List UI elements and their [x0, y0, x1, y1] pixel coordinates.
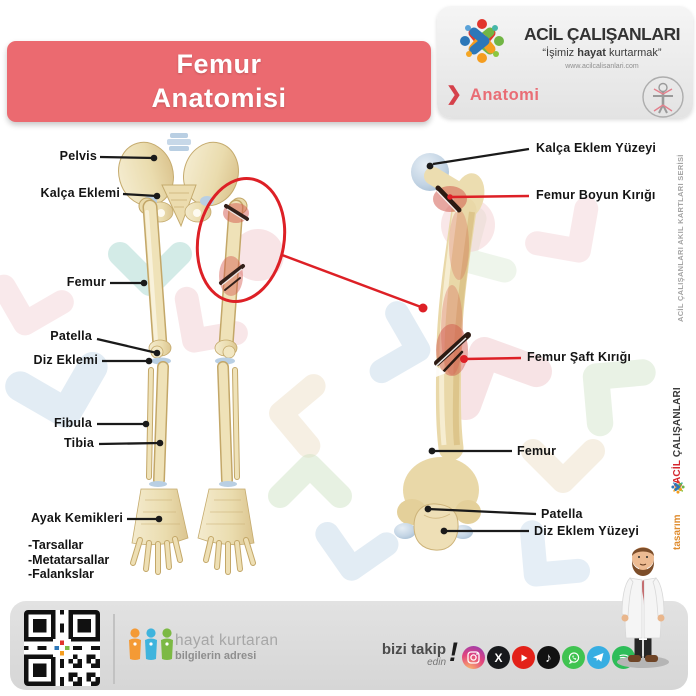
follow-us-text: bizi takip edin [372, 642, 446, 668]
youtube-icon[interactable] [512, 646, 535, 669]
social-icons-row: X ♪ [462, 646, 635, 669]
x-twitter-icon[interactable]: X [487, 646, 510, 669]
whatsapp-icon[interactable] [562, 646, 585, 669]
tiktok-icon[interactable]: ♪ [537, 646, 560, 669]
leader-lines [96, 147, 537, 533]
label-patella-right: Patella [541, 507, 583, 521]
footer-slogan-line2: bilgilerin adresi [175, 650, 257, 662]
follow-line1: bizi takip [381, 641, 446, 658]
label-pelvis: Pelvis [59, 149, 97, 163]
telegram-icon[interactable] [587, 646, 610, 669]
people-logo-icon [129, 628, 173, 660]
label-diz-eklemi: Diz Eklemi [33, 353, 98, 367]
series-title-vertical: ACİL ÇALIŞANLARI AKIL KARTLARI SERİSİ [676, 154, 685, 322]
label-kalca-eklemi: Kalça Eklemi [40, 186, 120, 200]
chevron-right-icon: ❯ [446, 84, 462, 105]
femur-bone-illustration [394, 153, 485, 551]
red-leader-lines [450, 194, 530, 361]
brand-tagline: “İşimiz hayat kurtarmak” [542, 47, 662, 59]
foot-bone-item: -Falankslar [28, 567, 95, 581]
instagram-icon[interactable] [462, 646, 485, 669]
follow-line2: edin [427, 657, 446, 668]
leg-skeleton-illustration [118, 133, 256, 575]
doctor-illustration [617, 547, 669, 668]
title-banner: Femur Anatomisi [7, 41, 431, 122]
title-line2: Anatomisi [151, 83, 287, 113]
title-line1: Femur [176, 49, 262, 79]
footer-bar [10, 601, 688, 690]
label-femur-right: Femur [517, 444, 557, 458]
label-femur-boyun-kirigi: Femur Boyun Kırığı [536, 188, 656, 202]
fracture-highlight-ellipse [195, 176, 428, 313]
foot-bones-list: -Tarsallar -Metatarsallar -Falankslar [28, 538, 109, 582]
label-ayak-kemikleri: Ayak Kemikleri [31, 511, 123, 525]
label-patella: Patella [50, 329, 92, 343]
label-kalca-eklem-yuzeyi: Kalça Eklem Yüzeyi [536, 141, 657, 155]
footer-divider [113, 614, 115, 684]
label-fibula: Fibula [53, 416, 92, 430]
category-badge: ❯ Anatomi [446, 84, 539, 106]
category-label: Anatomi [469, 85, 540, 104]
anatomy-figure-icon [642, 76, 684, 118]
label-diz-eklem-yuzeyi: Diz Eklem Yüzeyi [534, 524, 640, 538]
leader-dots [140, 154, 448, 535]
brand-website[interactable]: www.acilcalisanlari.com [565, 63, 639, 70]
rail-brand-dark: ÇALIŞANLARI [672, 387, 683, 458]
rail-logo-icon [670, 479, 686, 495]
rail-brand-vertical: ACİL ÇALIŞANLARI [671, 387, 685, 484]
footer-slogan-line1: hayat kurtaran [175, 632, 279, 649]
qr-code [24, 610, 100, 686]
brand-logo-icon [452, 11, 512, 71]
label-tibia: Tibia [64, 436, 94, 450]
foot-bone-item: -Metatarsallar [28, 552, 110, 567]
follow-exclamation: ! [449, 637, 458, 667]
label-femur: Femur [66, 275, 106, 289]
foot-bone-item: -Tarsallar [28, 538, 84, 552]
label-femur-saft-kirigi: Femur Şaft Kırığı [527, 350, 632, 364]
brand-name: ACİL ÇALIŞANLARI [524, 24, 680, 44]
